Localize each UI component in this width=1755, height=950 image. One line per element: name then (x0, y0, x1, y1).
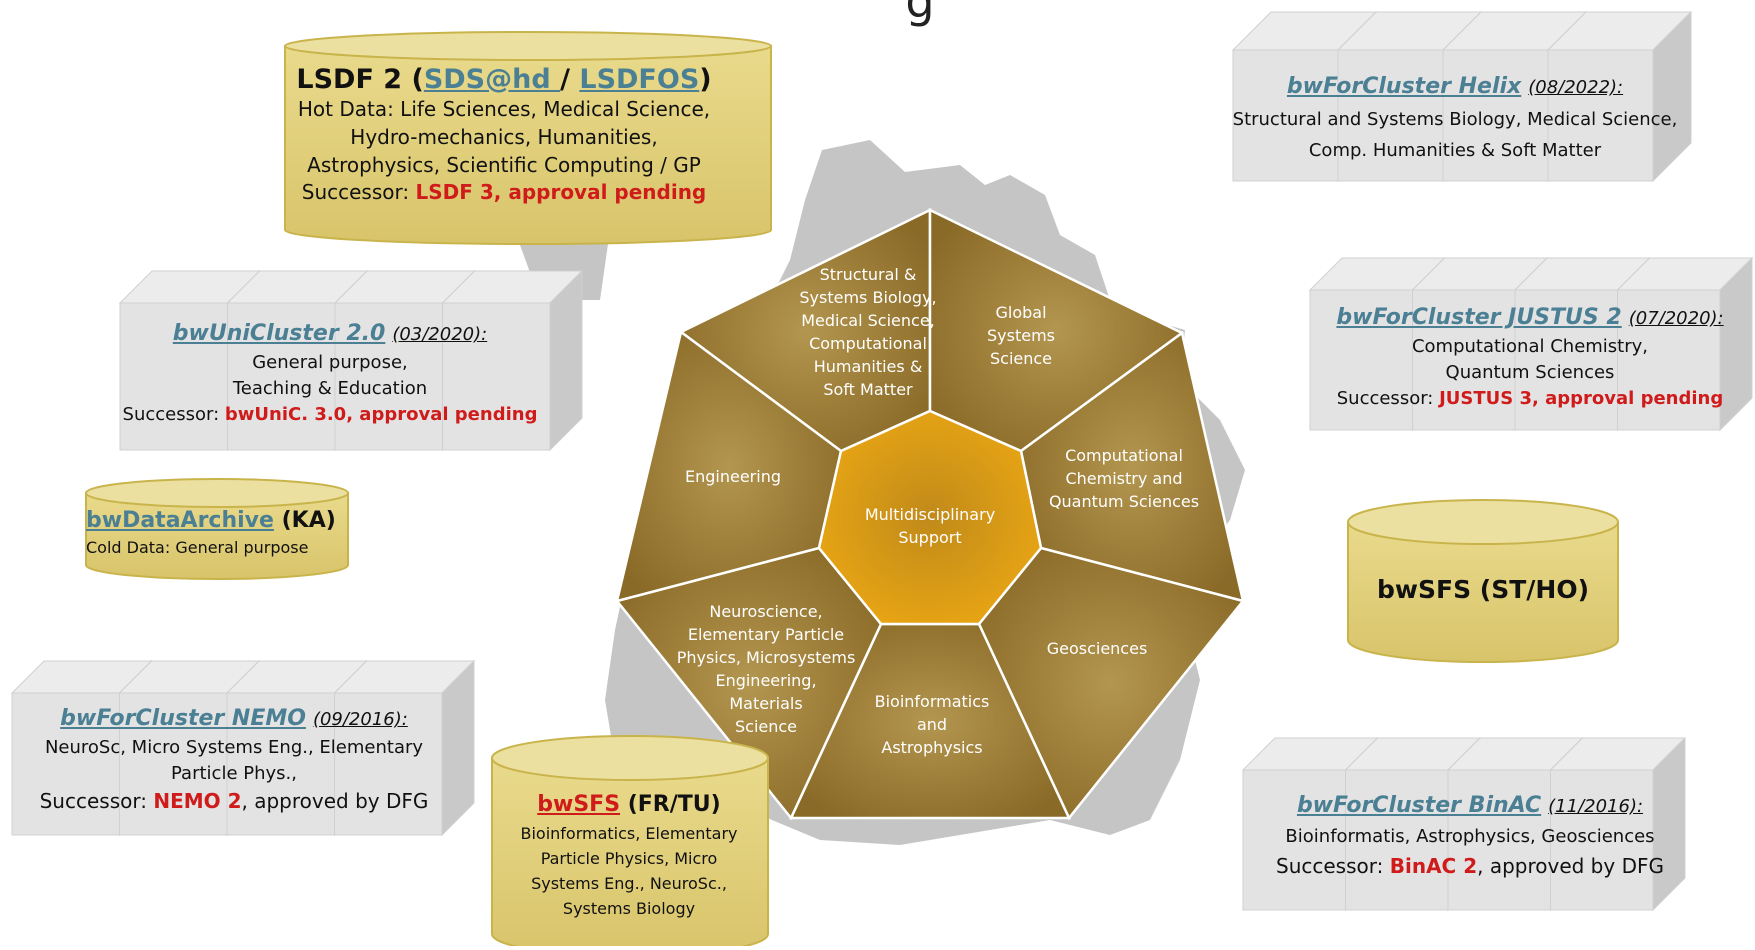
justus-cluster-block (1308, 256, 1754, 432)
binac-link[interactable]: bwForCluster BinAC (1296, 793, 1542, 818)
nemo-successor: Successor: NEMO 2, approved by DFG (39, 789, 429, 814)
sector-labels: Structural &Systems Biology,Medical Scie… (677, 265, 1199, 757)
nemo-cluster-text: bwForCluster NEMO (09/2016): NeuroSc, Mi… (14, 703, 454, 816)
lsdf-line-1: Hot Data: Life Sciences, Medical Science… (297, 97, 711, 122)
helix-link[interactable]: bwForCluster Helix (1286, 74, 1522, 99)
nemo-line-2: Particle Phys., (171, 762, 297, 784)
helix-cluster-text: bwForCluster Helix (08/2022): Structural… (1220, 68, 1690, 167)
binac-cluster-text: bwForCluster BinAC (11/2016): Bioinforma… (1240, 789, 1700, 882)
lsdfos-link[interactable]: LSDFOS (579, 64, 700, 95)
helix-line-1: Structural and Systems Biology, Medical … (1232, 109, 1678, 131)
sector-label-eng: Engineering (685, 467, 781, 486)
nemo-line-1: NeuroSc, Micro Systems Eng., Elementary (44, 736, 424, 758)
storage-cylinders (85, 31, 1619, 950)
sds-hd-link[interactable]: SDS@hd (423, 64, 561, 95)
sfs-fr-line-4: Systems Biology (562, 899, 696, 919)
lsdf-line-2: Hydro-mechanics, Humanities, (350, 124, 658, 149)
binac-cluster-block (1241, 736, 1687, 912)
justus-line-2: Quantum Sciences (1445, 361, 1615, 383)
lsdf-separator: / (560, 64, 580, 95)
helix-line-2: Comp. Humanities & Soft Matter (1308, 139, 1602, 161)
nemo-cluster-block (10, 659, 476, 837)
lsdf-cylinder (284, 31, 772, 245)
sector-label-structural: Structural &Systems Biology,Medical Scie… (799, 265, 936, 399)
justus-line-1: Computational Chemistry, (1411, 335, 1649, 357)
sector-label-geo: Geosciences (1047, 639, 1148, 658)
sfs-st-cylinder (1347, 499, 1619, 663)
unicluster-block (118, 269, 584, 452)
sfs-fr-text: bwSFS (FR/TU) Bioinformatics, Elementary… (494, 788, 764, 922)
sfs-fr-cylinder (491, 735, 769, 950)
lsdf-storage-text: LSDF 2 (SDS@hd / LSDFOS) Hot Data: Life … (284, 64, 724, 207)
nemo-link[interactable]: bwForCluster NEMO (60, 706, 306, 731)
lsdf-successor: Successor: LSDF 3, approval pending (301, 180, 707, 205)
archive-line: Cold Data: General purpose (86, 537, 309, 557)
unicluster-text: bwUniCluster 2.0 (03/2020): General purp… (120, 318, 540, 428)
uni-successor: Successor: bwUniC. 3.0, approval pending (122, 404, 538, 426)
binac-successor: Successor: BinAC 2, approved by DFG (1276, 853, 1664, 878)
discipline-heptagon (614, 207, 1246, 821)
sfs-fr-line-2: Particle Physics, Micro (540, 849, 718, 869)
sfs-fr-link[interactable]: bwSFS (537, 792, 621, 817)
dataarchive-cylinder (85, 478, 349, 580)
unicluster-link[interactable]: bwUniCluster 2.0 (172, 321, 386, 346)
page-heading-fragment: g (905, 0, 935, 28)
justus-cluster-text: bwForCluster JUSTUS 2 (07/2020): Computa… (1305, 302, 1755, 412)
lsdf-title: LSDF 2 ( (296, 64, 424, 95)
binac-line-1: Bioinformatis, Astrophysics, Geosciences (1285, 826, 1655, 848)
sfs-fr-line-3: Systems Eng., NeuroSc., (531, 874, 727, 894)
sfs-fr-line-1: Bioinformatics, Elementary (520, 824, 738, 844)
uni-line-2: Teaching & Education (232, 377, 428, 399)
justus-successor: Successor: JUSTUS 3, approval pending (1336, 388, 1724, 410)
lsdf-line-3: Astrophysics, Scientific Computing / GP (307, 152, 701, 177)
dataarchive-link[interactable]: bwDataArchive (86, 508, 274, 533)
justus-link[interactable]: bwForCluster JUSTUS 2 (1336, 305, 1622, 330)
lsdf-title-suffix: ) (699, 64, 712, 95)
sfs-st-text: bwSFS (ST/HO) (1377, 575, 1589, 604)
center-hub (817, 409, 1043, 626)
helix-cluster-block (1231, 10, 1693, 183)
cluster-blocks (10, 10, 1754, 912)
dataarchive-text: bwDataArchive (KA) Cold Data: General pu… (86, 506, 342, 559)
uni-line-1: General purpose, (252, 351, 408, 373)
